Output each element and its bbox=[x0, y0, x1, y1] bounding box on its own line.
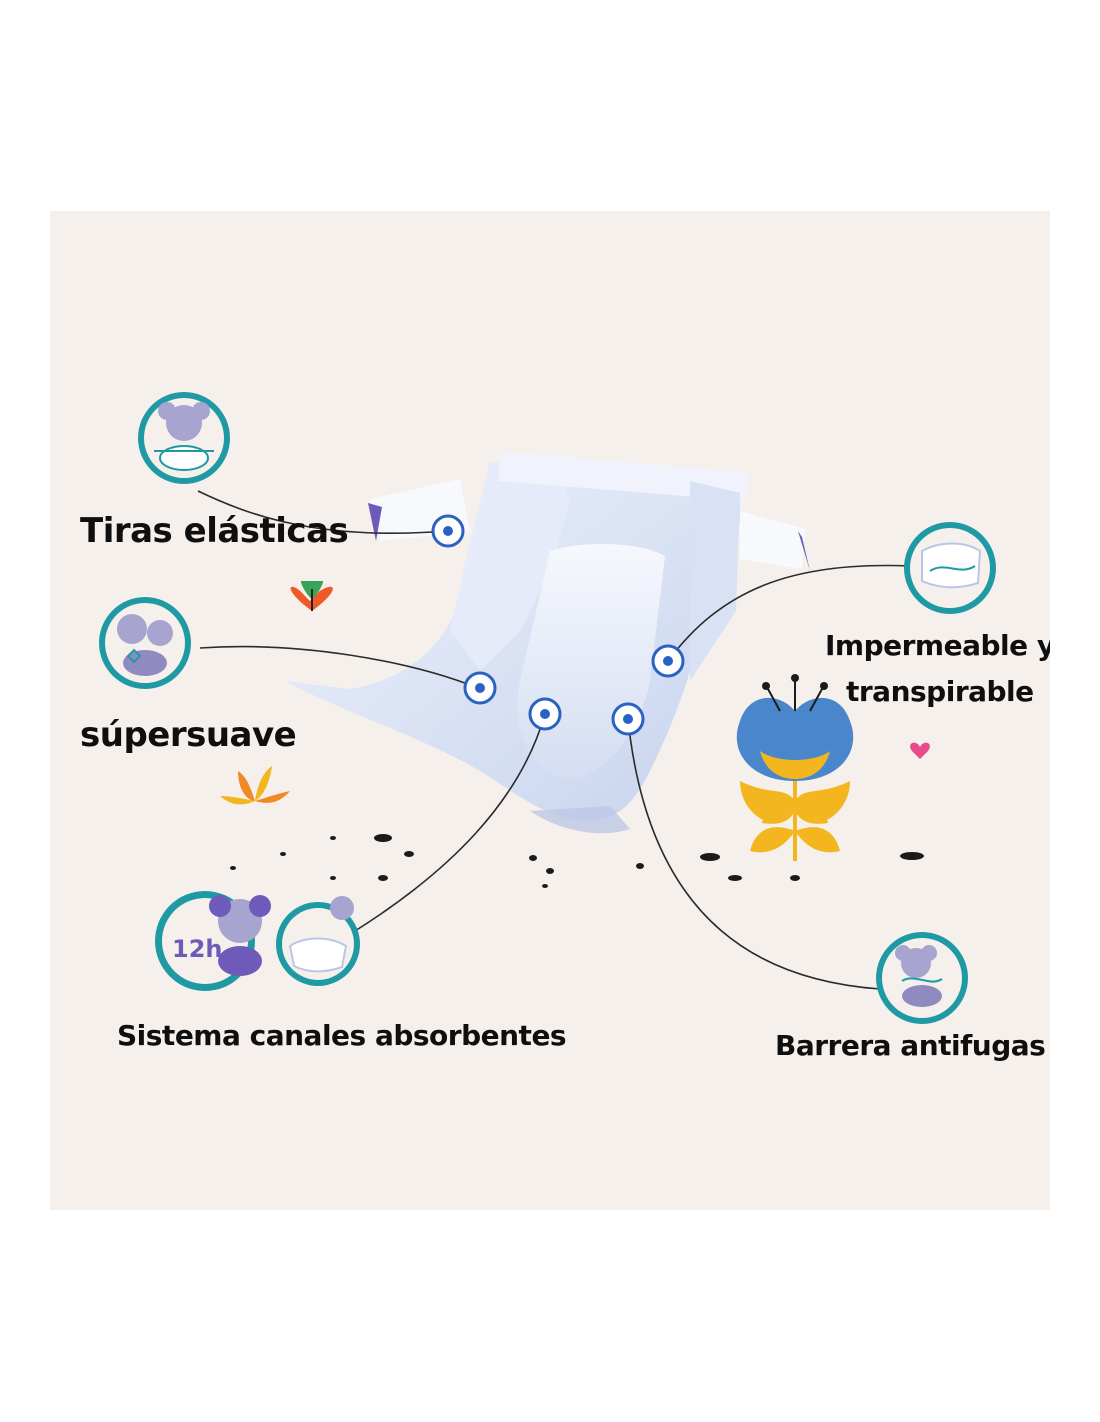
feature-label-impermeable-line2: transpirable bbox=[845, 675, 1034, 708]
connector-lines bbox=[197, 490, 911, 990]
koala-protection-icon: 12h bbox=[155, 891, 360, 991]
butterfly-icon bbox=[290, 580, 333, 611]
feature-label-sistema: Sistema canales absorbentes bbox=[117, 1019, 567, 1052]
feature-label-impermeable-line1: Impermeable y bbox=[825, 629, 1050, 662]
diaper-body bbox=[285, 451, 810, 834]
hotspot-supersuave[interactable] bbox=[463, 671, 497, 705]
hotspot-tiras[interactable] bbox=[431, 514, 465, 548]
hotspot-impermeable[interactable] bbox=[651, 644, 685, 678]
feature-label-impermeable: Impermeable y transpirable bbox=[825, 623, 1050, 715]
hotspots bbox=[431, 514, 685, 736]
product-feature-panel: 12h bbox=[50, 211, 1050, 1210]
koala-hug-icon bbox=[99, 597, 191, 689]
feature-label-barrera: Barrera antifugas bbox=[775, 1029, 1046, 1062]
leaf-decoration bbox=[220, 766, 290, 805]
feature-label-supersuave: súpersuave bbox=[80, 715, 297, 755]
koala-elastic-icon bbox=[138, 392, 230, 484]
flower-decoration bbox=[736, 674, 854, 861]
diaper-illustration: 12h bbox=[99, 392, 996, 1024]
hotspot-barrera[interactable] bbox=[611, 702, 645, 736]
protection-badge-text: 12h bbox=[172, 935, 222, 963]
hotspot-sistema[interactable] bbox=[528, 697, 562, 731]
decorative-dots bbox=[230, 834, 924, 888]
small-heart-icon bbox=[910, 742, 930, 759]
feature-label-tiras: Tiras elásticas bbox=[80, 511, 349, 551]
koala-barrier-icon bbox=[876, 932, 968, 1024]
breathable-layer-icon bbox=[904, 522, 996, 614]
